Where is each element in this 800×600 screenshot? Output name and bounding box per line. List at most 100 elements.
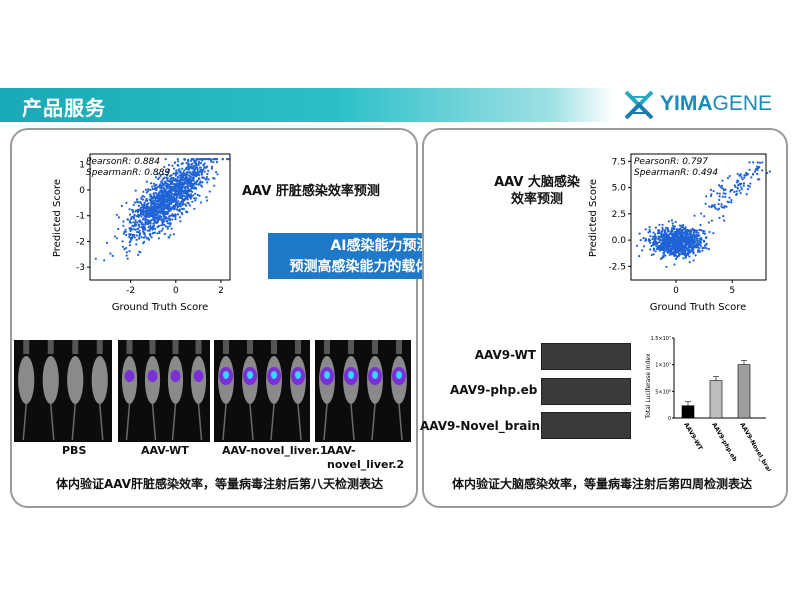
scatter-point	[697, 249, 700, 252]
scatter-point	[135, 243, 138, 246]
scatter-point	[663, 254, 666, 257]
mouse-body	[42, 356, 59, 404]
mouse-head	[223, 340, 229, 354]
scatter-point	[692, 240, 695, 243]
scatter-point	[162, 173, 165, 176]
scatter-point	[179, 195, 182, 198]
scatter-point	[157, 237, 161, 240]
scatter-point	[213, 177, 216, 180]
scatter-point	[166, 177, 169, 180]
scatter-point	[140, 209, 143, 212]
scatter-point	[202, 176, 205, 180]
scatter-point	[150, 236, 153, 239]
scatter-point	[180, 185, 183, 188]
signal-core	[295, 371, 301, 379]
scatter-point	[180, 172, 183, 175]
scatter-point	[693, 214, 696, 217]
scatter-point	[750, 176, 753, 179]
scatter-point	[193, 207, 196, 210]
scatter-point	[657, 230, 660, 233]
scatter-point	[724, 188, 727, 191]
scatter-point	[154, 186, 158, 189]
scatter-point	[174, 172, 177, 175]
scatter-point	[723, 219, 726, 222]
scatter-point	[654, 226, 657, 229]
scatter-point	[728, 201, 731, 204]
scatter-point	[144, 215, 147, 218]
scatter-point	[125, 251, 128, 254]
scatter-point	[147, 202, 150, 205]
scatter-point	[691, 227, 694, 230]
scatter-point	[687, 248, 690, 251]
bar	[709, 380, 723, 419]
scatter-point	[674, 220, 677, 224]
scatter-point	[673, 263, 676, 266]
scatter-point	[131, 208, 134, 211]
bar-y-tick-label: 5×10⁶	[655, 389, 671, 395]
brand-name-light: GENE	[712, 92, 773, 115]
signal-core	[348, 371, 354, 379]
scatter-point	[712, 205, 715, 208]
scatter-point	[174, 174, 177, 177]
scatter-point	[671, 235, 674, 238]
scatter-point	[193, 168, 196, 171]
scatter-point	[130, 227, 133, 231]
scatter-point	[196, 193, 199, 196]
scatter-point	[186, 197, 189, 200]
scatter-point	[701, 249, 704, 252]
scatter-point	[717, 203, 720, 206]
scatter-point	[203, 166, 206, 169]
scatter-point	[197, 177, 200, 181]
x-tick-label: -2	[126, 286, 135, 296]
scatter-point	[131, 224, 134, 227]
scatter-point	[689, 234, 692, 237]
y-tick-label: 0	[79, 186, 85, 196]
scatter-point	[162, 213, 165, 216]
scatter-point	[670, 249, 673, 252]
scatter-point	[689, 232, 692, 235]
mouse-head	[247, 340, 253, 354]
scatter-point	[177, 209, 180, 212]
signal-spot	[193, 370, 204, 382]
scatter-point	[738, 182, 741, 185]
scatter-point	[195, 197, 198, 200]
scatter-point	[644, 237, 647, 240]
scatter-point	[188, 166, 191, 169]
scatter-point	[686, 232, 689, 235]
scatter-point	[684, 236, 687, 239]
scatter-point	[674, 232, 677, 235]
scatter-point	[692, 242, 695, 245]
scatter-point	[700, 229, 703, 232]
imaging-strip-phpeb	[541, 378, 631, 405]
scatter-point	[151, 185, 154, 188]
scatter-point	[138, 219, 141, 222]
scatter-point	[708, 205, 711, 208]
scatter-point	[132, 203, 135, 206]
scatter-point	[725, 205, 728, 208]
scatter-point	[687, 246, 690, 249]
brain-heading: AAV 大脑感染 效率预测	[492, 174, 582, 208]
scatter-point	[671, 224, 674, 227]
scatter-point	[652, 247, 655, 250]
scatter-point	[188, 163, 191, 166]
scatter-point	[180, 200, 183, 203]
scatter-point	[139, 213, 142, 216]
scatter-point	[749, 182, 752, 185]
scatter-point	[707, 221, 710, 224]
scatter-point	[192, 171, 195, 174]
pearson-label: PearsonR: 0.797	[634, 157, 708, 167]
mouse-head	[23, 340, 30, 354]
scatter-point	[163, 232, 166, 236]
scatter-point	[151, 232, 154, 235]
scatter-point	[695, 231, 698, 234]
scatter-point	[188, 204, 192, 207]
scatter-point	[704, 202, 707, 205]
scatter-point	[129, 229, 132, 233]
scatter-point	[680, 226, 683, 229]
scatter-point	[214, 158, 218, 161]
scatter-point	[193, 161, 196, 164]
scatter-point	[166, 179, 169, 182]
scatter-point	[198, 166, 201, 169]
scatter-point	[111, 254, 114, 257]
scatter-point	[169, 192, 172, 195]
